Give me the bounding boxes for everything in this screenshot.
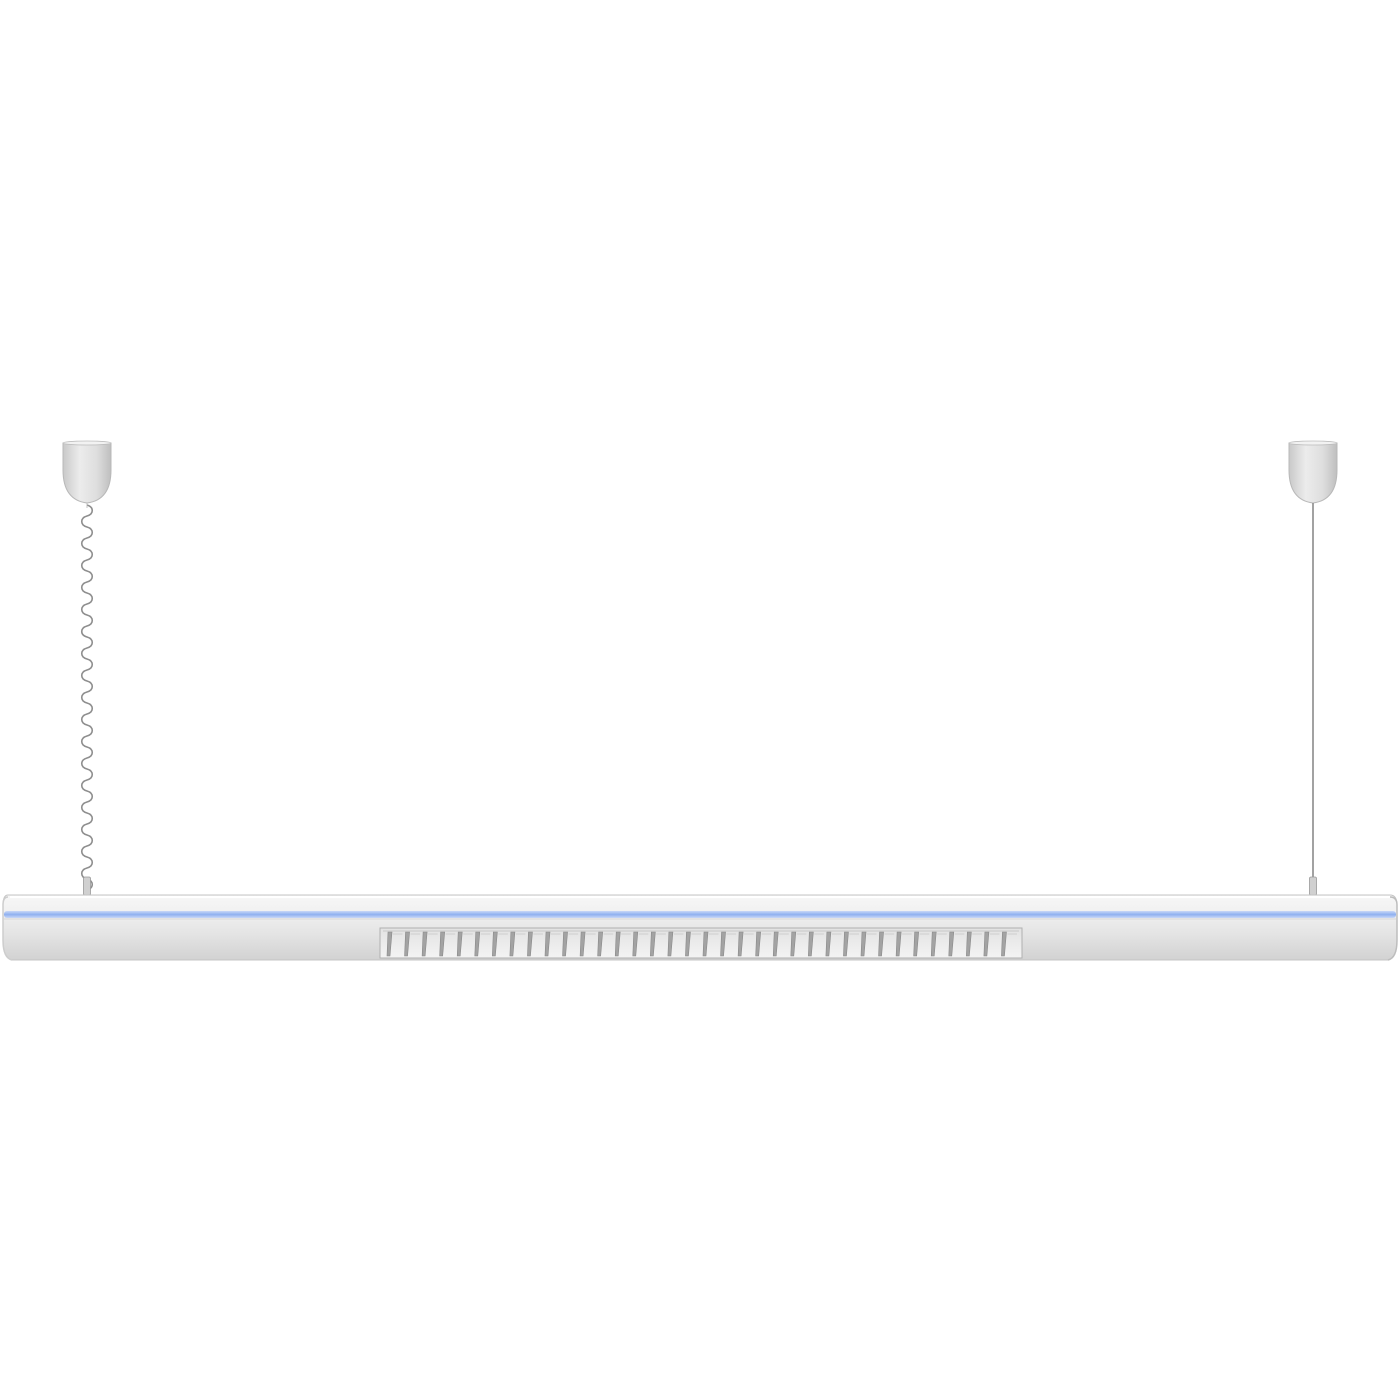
louver-blade [650,931,656,957]
louver-blade [667,931,674,957]
suspension-wire-icon [83,503,1317,896]
louver-blade [755,931,761,957]
right-ceiling-canopy [1288,440,1338,504]
louver-blade [632,931,639,957]
louver-blade [685,931,691,957]
louver-blade [492,931,498,957]
louver-blade [562,931,568,957]
louver-blade [544,931,551,957]
left-ceiling-canopy [62,440,112,504]
louver-blade [772,931,779,957]
louver-blade [702,931,709,957]
louver-blade [720,931,726,957]
louver-blade [913,931,919,957]
louver-blade [386,931,393,957]
louver-blade [439,931,445,957]
louver-blade [1001,931,1007,957]
louver-blade [474,931,481,957]
louver-blade [860,931,867,957]
louver-grid [379,927,1023,959]
louver-blade [948,931,955,957]
louver-blade [509,931,516,957]
louver-blade [614,931,621,957]
louver-blade [404,931,410,957]
louver-blade [737,931,744,957]
louver-blade [527,931,533,957]
louver-blade [930,931,937,957]
louver-blade [843,931,849,957]
ceiling-canopy-icon [62,442,112,504]
louver-blade [878,931,884,957]
louver-blades [386,931,1017,957]
louver-blade [825,931,832,957]
louver-blade [966,931,972,957]
louver-blade [790,931,797,957]
ceiling-canopy-icon [1288,442,1338,504]
louver-blade [895,931,902,957]
louver-blade [983,931,990,957]
coiled-power-cable-icon [80,503,94,891]
louver-blade [456,931,463,957]
accent-light-strip [4,911,1396,918]
louver-blade [579,931,586,957]
louver-blade [421,931,428,957]
louver-blade [597,931,603,957]
louver-blade [808,931,814,957]
